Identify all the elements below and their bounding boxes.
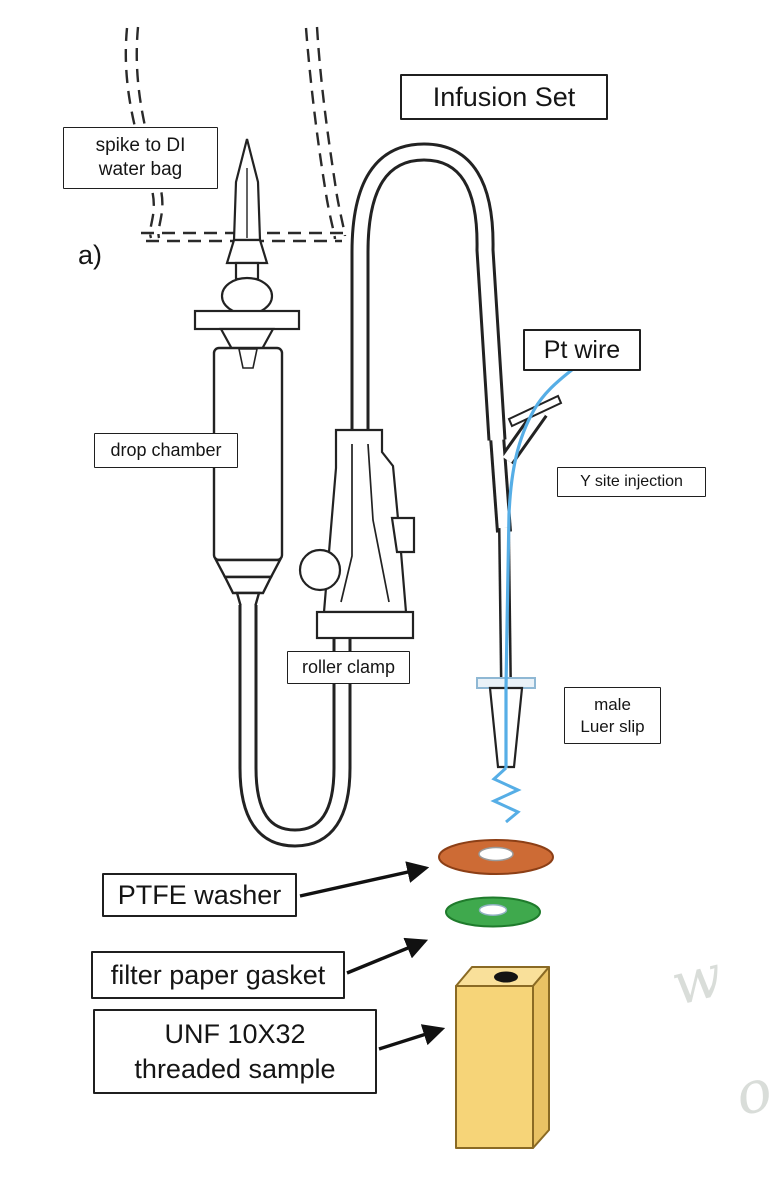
filter-paper-hole <box>478 904 508 916</box>
label-sample-line1: UNF 10X32 <box>164 1018 306 1049</box>
di-water-bag-dashed-tubing <box>124 26 347 243</box>
label-sample-line2: threaded sample <box>134 1053 336 1084</box>
arrow-to-filter-paper <box>346 937 429 975</box>
label-ptfe-washer-text: PTFE washer <box>117 879 282 910</box>
ptfe-washer-shape <box>438 839 554 875</box>
label-drop-chamber: drop chamber <box>94 433 238 468</box>
label-roller-clamp: roller clamp <box>287 651 410 684</box>
label-infusion-set-text: Infusion Set <box>432 81 576 112</box>
label-filter-paper-text: filter paper gasket <box>110 959 326 990</box>
roller-wheel <box>298 548 342 592</box>
drop-chamber-body <box>212 346 284 609</box>
label-pt-wire-text: Pt wire <box>543 336 621 364</box>
label-pt-wire: Pt wire <box>523 329 641 371</box>
tubing-left-loop <box>238 605 352 848</box>
label-y-site-injection: Y site injection <box>557 467 706 497</box>
roller-clamp-body <box>298 428 416 640</box>
label-filter-paper-gasket: filter paper gasket <box>91 951 345 999</box>
label-ptfe-washer: PTFE washer <box>102 873 297 917</box>
label-infusion-set: Infusion Set <box>400 74 608 120</box>
label-drop-chamber-text: drop chamber <box>110 439 222 460</box>
pt-wire-line <box>490 364 578 824</box>
label-y-site-text: Y site injection <box>580 472 683 490</box>
threaded-hole <box>494 971 518 983</box>
panel-label: a) <box>78 238 102 273</box>
label-spike-to-bag: spike to DI water bag <box>63 127 218 189</box>
label-male-luer-line2: Luer slip <box>580 716 645 736</box>
label-male-luer-slip: male Luer slip <box>564 687 661 744</box>
label-spike-line1: spike to DI <box>95 134 186 156</box>
spike <box>193 138 301 351</box>
filter-paper-gasket-shape <box>445 896 541 928</box>
label-roller-clamp-text: roller clamp <box>301 656 396 677</box>
label-spike-line2: water bag <box>98 159 183 180</box>
arrow-to-sample <box>378 1024 446 1051</box>
arrow-to-ptfe-washer <box>299 861 430 898</box>
callout-arrows <box>299 861 446 1051</box>
ptfe-washer-hole <box>478 846 514 862</box>
threaded-sample-block <box>455 966 550 1149</box>
label-male-luer-line1: male <box>594 694 631 714</box>
panel-label-text: a) <box>78 240 103 270</box>
label-threaded-sample: UNF 10X32 threaded sample <box>93 1009 377 1094</box>
pt-wire-zigzag <box>490 766 522 824</box>
